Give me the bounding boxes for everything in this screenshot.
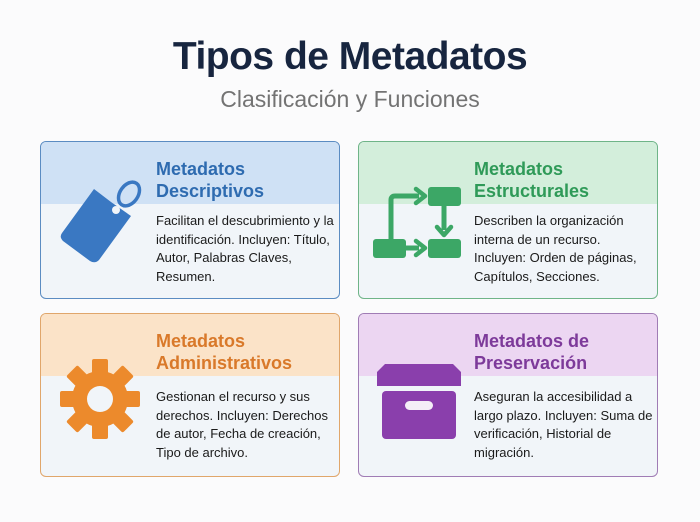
page-title: Tipos de Metadatos	[172, 35, 528, 78]
flowchart-icon	[373, 186, 461, 258]
tag-icon	[60, 180, 142, 263]
card-description: Aseguran la accesibilidad a largo plazo.…	[474, 389, 653, 460]
card-title: Metadatos Administrativos	[156, 331, 293, 373]
archive-box-icon	[377, 364, 461, 439]
page-subtitle: Clasificación y Funciones	[220, 86, 480, 112]
card-description: Facilitan el descubrimiento y la identif…	[156, 213, 334, 284]
card-preservation-metadata: Metadatos de Preservación Aseguran la ac…	[358, 313, 658, 477]
card-title: Metadatos de Preservación	[474, 331, 590, 373]
card-title: Metadatos Descriptivos	[156, 159, 265, 201]
card-administrative-metadata: Metadatos Administrativos Gestionan el r…	[40, 313, 340, 477]
card-structural-metadata: Metadatos Estructurales Describen la org…	[358, 141, 658, 299]
card-descriptive-metadata: Metadatos Descriptivos Facilitan el desc…	[40, 141, 340, 299]
card-header-band	[41, 314, 339, 376]
gear-icon	[60, 359, 140, 439]
card-description: Gestionan el recurso y sus derechos. Inc…	[156, 389, 328, 460]
card-description: Describen la organización interna de un …	[474, 213, 637, 284]
card-title: Metadatos Estructurales	[474, 159, 590, 201]
